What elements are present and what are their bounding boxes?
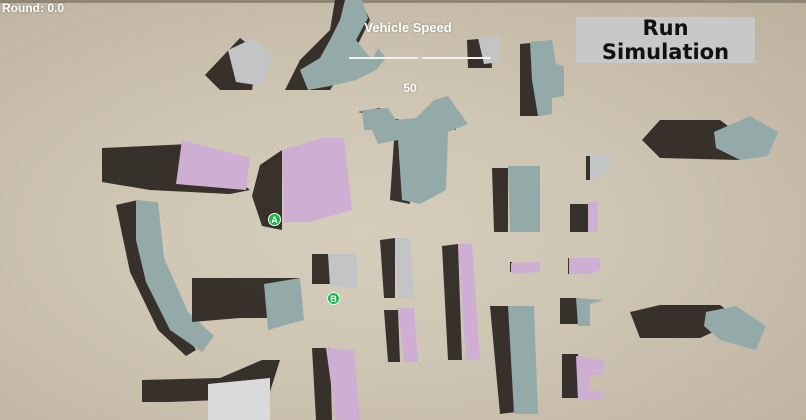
building-shadow <box>380 238 395 298</box>
building-roof <box>511 262 540 274</box>
building-long-dark-teal <box>192 278 304 330</box>
vehicle-speed-slider[interactable] <box>349 55 491 60</box>
building-long-pink <box>442 244 480 360</box>
building-roof <box>576 356 604 400</box>
location-marker-b[interactable]: B <box>327 292 340 305</box>
vehicle-speed-title: Vehicle Speed <box>364 20 452 35</box>
building-central-teal <box>358 96 468 204</box>
building-shadow <box>560 298 578 324</box>
building-roof <box>326 348 360 420</box>
building-mid-teal-block <box>492 166 540 232</box>
vehicle-speed-value: 50 <box>403 81 417 95</box>
building-bottom-pink <box>312 348 360 420</box>
building-roof <box>282 138 352 222</box>
building-small-gray-right <box>586 154 610 180</box>
building-roof <box>228 38 272 86</box>
round-counter: Round: 0.0 <box>2 1 64 15</box>
building-curve-teal <box>116 200 214 356</box>
building-shadow <box>492 168 508 232</box>
building-small-pink-b <box>510 262 540 274</box>
slider-thumb[interactable] <box>417 55 423 60</box>
vehicle-speed-panel: Vehicle Speed 50 <box>340 18 491 98</box>
building-roof <box>508 306 538 414</box>
building-tall-gray <box>380 238 414 298</box>
building-top-right-teal <box>520 40 564 116</box>
building-roof <box>398 308 418 362</box>
building-roof <box>208 378 270 420</box>
building-shadow <box>312 348 332 420</box>
building-right-box-teal <box>642 116 778 160</box>
building-roof <box>328 254 358 288</box>
window-top-edge <box>0 0 806 3</box>
run-simulation-button[interactable]: Run Simulation <box>576 16 755 64</box>
building-roof <box>508 166 540 232</box>
building-shadow <box>384 310 400 362</box>
building-a-complex-pink <box>252 138 352 230</box>
building-small-teal-right <box>560 298 604 326</box>
location-marker-a[interactable]: A <box>268 213 281 226</box>
building-shadow <box>570 204 588 232</box>
building-roof <box>300 0 386 90</box>
building-top-left-gray <box>205 38 272 90</box>
building-bottom-white <box>142 360 280 420</box>
building-roof <box>176 140 250 190</box>
building-small-pink-a <box>384 308 418 362</box>
building-b-gray <box>312 254 358 288</box>
building-shadow <box>252 150 282 230</box>
building-roof <box>362 96 468 204</box>
building-top-snake-teal <box>285 0 386 90</box>
building-shadow <box>312 254 330 284</box>
building-long-teal <box>490 306 538 414</box>
building-roof <box>395 238 414 298</box>
building-roof <box>530 40 564 116</box>
building-roof <box>264 278 304 330</box>
building-shadow <box>442 244 462 360</box>
building-roof <box>458 244 480 360</box>
building-roof <box>588 202 598 232</box>
building-left-shadowed-pink <box>102 140 250 194</box>
building-small-pink-c <box>568 258 600 274</box>
building-roof <box>704 306 766 350</box>
building-small-pink-right <box>570 202 598 232</box>
building-roof <box>136 200 214 352</box>
building-roof <box>714 116 778 160</box>
building-roof <box>590 154 610 180</box>
building-shadow <box>562 354 578 398</box>
building-small-pink-d <box>562 354 604 400</box>
building-roof <box>576 298 604 326</box>
building-right-bottom-teal <box>630 305 766 350</box>
building-roof <box>569 258 600 274</box>
